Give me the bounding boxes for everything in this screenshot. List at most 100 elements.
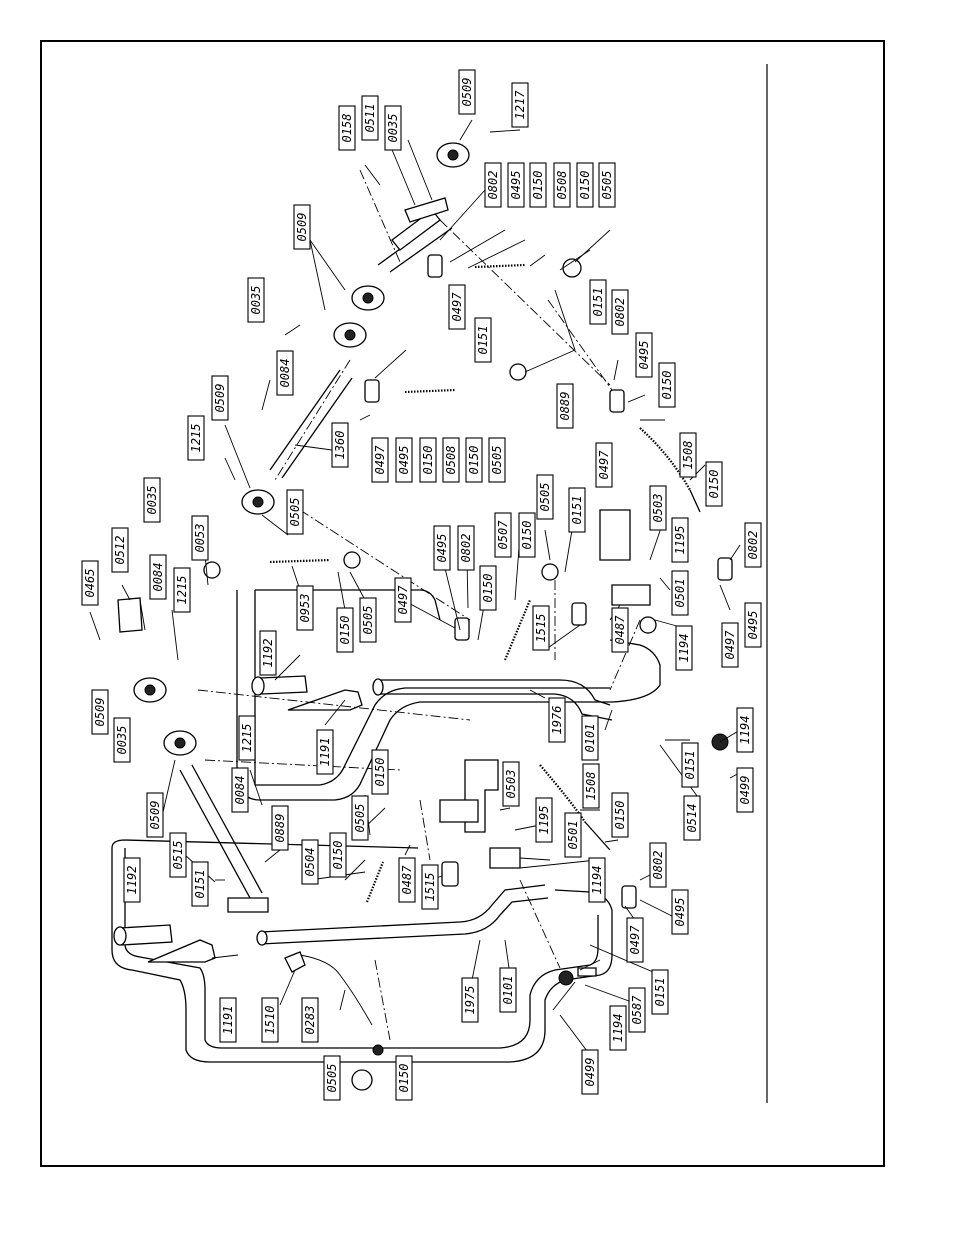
svg-text:1360: 1360 xyxy=(333,431,347,460)
callout-0497: 0497 xyxy=(394,577,412,623)
callout-0101: 0101 xyxy=(499,967,517,1013)
svg-text:1191: 1191 xyxy=(221,1006,235,1035)
svg-text:0035: 0035 xyxy=(115,726,129,755)
callout-1191: 1191 xyxy=(219,997,237,1043)
callout-0487: 0487 xyxy=(611,607,629,653)
svg-text:0084: 0084 xyxy=(278,359,292,388)
callout-0497: 0497 xyxy=(626,917,644,963)
svg-text:0150: 0150 xyxy=(660,371,674,400)
callout-0150: 0150 xyxy=(705,461,723,507)
callout-0509: 0509 xyxy=(146,792,164,838)
svg-text:0151: 0151 xyxy=(683,751,697,780)
svg-text:0497: 0497 xyxy=(450,292,464,322)
svg-text:0507: 0507 xyxy=(496,520,510,550)
callout-0505: 0505 xyxy=(286,489,304,535)
callout-0514: 0514 xyxy=(683,795,701,841)
svg-text:1508: 1508 xyxy=(584,772,598,801)
callout-0283: 0283 xyxy=(301,997,319,1043)
callout-0509: 0509 xyxy=(91,689,109,735)
svg-text:0150: 0150 xyxy=(373,758,387,787)
svg-text:0053: 0053 xyxy=(193,524,207,553)
svg-text:0465: 0465 xyxy=(83,569,97,598)
svg-text:0495: 0495 xyxy=(746,611,760,640)
svg-text:0495: 0495 xyxy=(637,341,651,370)
callout-0150: 0150 xyxy=(518,512,536,558)
svg-text:0514: 0514 xyxy=(685,804,699,833)
svg-text:0150: 0150 xyxy=(397,1064,411,1093)
svg-text:1976: 1976 xyxy=(550,706,564,735)
callout-0150: 0150 xyxy=(658,362,676,408)
callout-0035: 0035 xyxy=(384,105,402,151)
svg-text:0497: 0497 xyxy=(396,585,410,615)
svg-text:1217: 1217 xyxy=(513,90,527,120)
callout-0497: 0497 xyxy=(448,284,466,330)
svg-text:0150: 0150 xyxy=(331,841,345,870)
callout-1195: 1195 xyxy=(671,517,689,563)
svg-text:1975: 1975 xyxy=(463,986,477,1015)
svg-text:0497: 0497 xyxy=(628,925,642,955)
svg-text:0501: 0501 xyxy=(673,579,687,608)
svg-text:1194: 1194 xyxy=(590,866,604,895)
callout-1195: 1195 xyxy=(535,797,553,843)
callout-1215: 1215 xyxy=(238,715,256,761)
svg-text:0802: 0802 xyxy=(651,851,665,880)
svg-text:0511: 0511 xyxy=(363,104,377,133)
svg-text:1215: 1215 xyxy=(175,576,189,605)
callout-0151: 0151 xyxy=(191,861,209,907)
callout-1194: 1194 xyxy=(736,707,754,753)
svg-text:0487: 0487 xyxy=(613,615,627,645)
svg-text:1195: 1195 xyxy=(673,526,687,555)
leader-lines xyxy=(89,119,746,1056)
callout-0487: 0487 xyxy=(398,857,416,903)
svg-text:0587: 0587 xyxy=(630,995,644,1025)
callout-0505: 0505 xyxy=(536,474,554,520)
svg-text:0151: 0151 xyxy=(591,288,605,317)
svg-text:0509: 0509 xyxy=(460,78,474,107)
callout-0505: 0505 xyxy=(359,597,377,643)
svg-text:0497: 0497 xyxy=(373,445,387,475)
svg-text:0802: 0802 xyxy=(613,298,627,327)
callout-0889: 0889 xyxy=(556,383,574,429)
callout-0802: 0802 xyxy=(649,842,667,888)
svg-text:0503: 0503 xyxy=(504,770,518,799)
svg-text:0158: 0158 xyxy=(340,114,354,143)
callout-0508: 0508 xyxy=(442,437,460,483)
svg-text:0035: 0035 xyxy=(386,114,400,143)
svg-text:0495: 0495 xyxy=(509,171,523,200)
svg-text:1215: 1215 xyxy=(189,424,203,453)
callout-0495: 0495 xyxy=(635,332,653,378)
callout-0802: 0802 xyxy=(457,525,475,571)
svg-text:0150: 0150 xyxy=(707,470,721,499)
callout-0505: 0505 xyxy=(323,1055,341,1101)
callout-0505: 0505 xyxy=(488,437,506,483)
callout-0512: 0512 xyxy=(111,527,129,573)
callout-1510: 1510 xyxy=(261,997,279,1043)
svg-text:0505: 0505 xyxy=(325,1064,339,1093)
svg-text:1194: 1194 xyxy=(677,634,691,663)
callout-0150: 0150 xyxy=(529,162,547,208)
svg-text:0889: 0889 xyxy=(558,392,572,421)
svg-text:0505: 0505 xyxy=(353,804,367,833)
svg-text:0503: 0503 xyxy=(651,494,665,523)
callout-1192: 1192 xyxy=(123,857,141,903)
callout-0511: 0511 xyxy=(361,95,379,141)
callout-0953: 0953 xyxy=(296,585,314,631)
svg-text:0802: 0802 xyxy=(459,534,473,563)
svg-text:0035: 0035 xyxy=(145,486,159,515)
lower-handle-assembly xyxy=(111,759,637,1091)
callout-0508: 0508 xyxy=(553,162,571,208)
callout-0501: 0501 xyxy=(671,570,689,616)
callout-0503: 0503 xyxy=(502,761,520,807)
svg-text:0504: 0504 xyxy=(303,848,317,877)
upper-handle-assembly xyxy=(117,142,733,801)
svg-text:0505: 0505 xyxy=(600,171,614,200)
callout-0497: 0497 xyxy=(595,442,613,488)
callout-0505: 0505 xyxy=(598,162,616,208)
svg-text:0151: 0151 xyxy=(193,870,207,899)
callout-0499: 0499 xyxy=(736,767,754,813)
svg-text:1515: 1515 xyxy=(423,873,437,902)
svg-text:1194: 1194 xyxy=(738,716,752,745)
callout-0035: 0035 xyxy=(113,717,131,763)
svg-text:0802: 0802 xyxy=(486,171,500,200)
